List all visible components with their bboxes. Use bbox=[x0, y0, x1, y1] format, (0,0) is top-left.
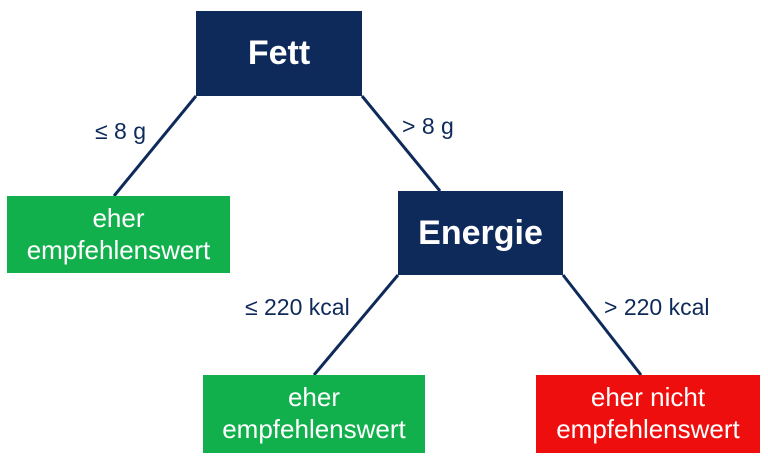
edge-label-energie-left: ≤ 220 kcal bbox=[245, 294, 350, 320]
edge-label-fett-left: ≤ 8 g bbox=[95, 118, 146, 144]
leaf-energie-low-line1: eher bbox=[287, 382, 341, 413]
node-fett: Fett bbox=[196, 11, 362, 96]
leaf-fett-low-line2: empfehlenswert bbox=[26, 234, 211, 265]
leaf-energie-low-line2: empfehlenswert bbox=[222, 414, 406, 444]
node-fett-label: Fett bbox=[247, 34, 311, 72]
leaf-fett-low: eher empfehlenswert bbox=[7, 196, 230, 273]
node-energie-label: Energie bbox=[418, 213, 543, 252]
leaf-energie-high: eher nicht empfehlenswert bbox=[536, 375, 760, 453]
edge-energie-to-right-leaf bbox=[561, 274, 643, 376]
leaf-fett-low-line1: eher bbox=[92, 202, 145, 233]
edge-fett-to-energie bbox=[360, 95, 442, 192]
leaf-energie-high-line2: empfehlenswert bbox=[556, 414, 740, 444]
edge-label-energie-right: > 220 kcal bbox=[604, 294, 710, 320]
edge-energie-to-left-leaf bbox=[312, 274, 400, 376]
edge-fett-to-left-leaf bbox=[112, 95, 198, 197]
leaf-energie-high-line1: eher nicht bbox=[590, 382, 706, 413]
leaf-energie-low: eher empfehlenswert bbox=[203, 375, 425, 453]
node-energie: Energie bbox=[398, 191, 563, 275]
edge-label-fett-right: > 8 g bbox=[402, 113, 454, 139]
